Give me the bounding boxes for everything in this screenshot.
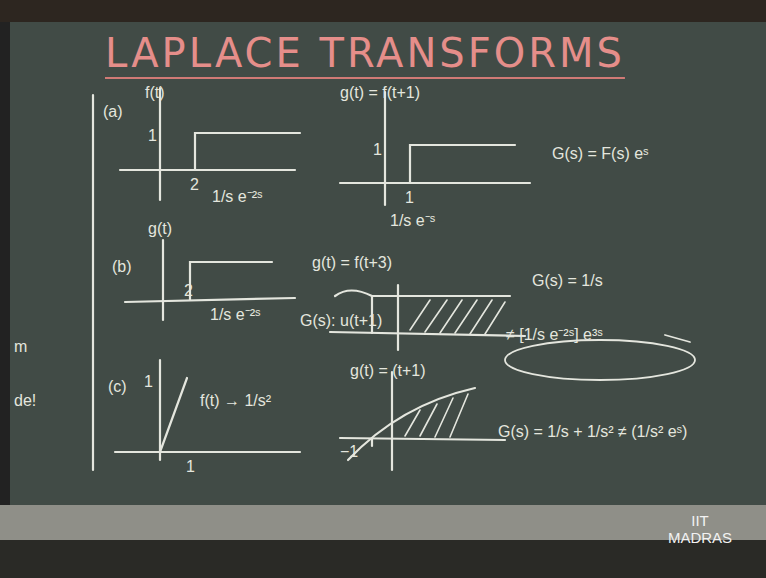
chalk-note: g(t) = f(t+3)	[312, 254, 392, 272]
chalk-note: 1	[186, 458, 195, 476]
chalk-note: g(t) = f(t+1)	[340, 84, 420, 102]
chalk-note: de!	[14, 392, 36, 410]
board-title: LAPLACE TRANSFORMS	[105, 30, 625, 76]
chalk-note: 1/s e⁻²ˢ	[210, 306, 260, 324]
watermark: IIT MADRAS	[660, 512, 740, 547]
chalk-note: 1	[144, 373, 153, 391]
chalk-note: g(t)	[148, 220, 172, 238]
chalk-note: f(t)	[145, 84, 165, 102]
title-underline	[105, 77, 625, 79]
chalk-note: ≠ [1/s e⁻²ˢ] e³ˢ	[506, 326, 603, 344]
chalk-note: 1	[405, 189, 414, 207]
chalk-note: (b)	[112, 258, 132, 276]
chalk-note: (a)	[103, 103, 123, 121]
chalk-note: g(t) = (t+1)	[350, 362, 426, 380]
chalk-note: G(s) = F(s) eˢ	[552, 145, 649, 163]
chalk-note: 2	[190, 176, 199, 194]
chalk-note: f(t) → 1/s²	[200, 392, 271, 410]
chalk-note: 1	[373, 141, 382, 159]
chalk-note: 1/s e⁻ˢ	[390, 212, 435, 230]
chalk-note: G(s) = 1/s	[532, 272, 603, 290]
chalk-note: G(s) = 1/s + 1/s² ≠ (1/s² eˢ)	[498, 423, 687, 441]
chalk-note: −1	[340, 443, 358, 461]
chalk-note: 2	[184, 282, 193, 300]
chalk-note: m	[14, 338, 27, 356]
chalk-note: 1/s e⁻²ˢ	[212, 188, 262, 206]
chalk-note: 1	[148, 127, 157, 145]
chalk-note: (c)	[108, 378, 127, 396]
chalk-note: G(s): u(t+1)	[300, 312, 382, 330]
